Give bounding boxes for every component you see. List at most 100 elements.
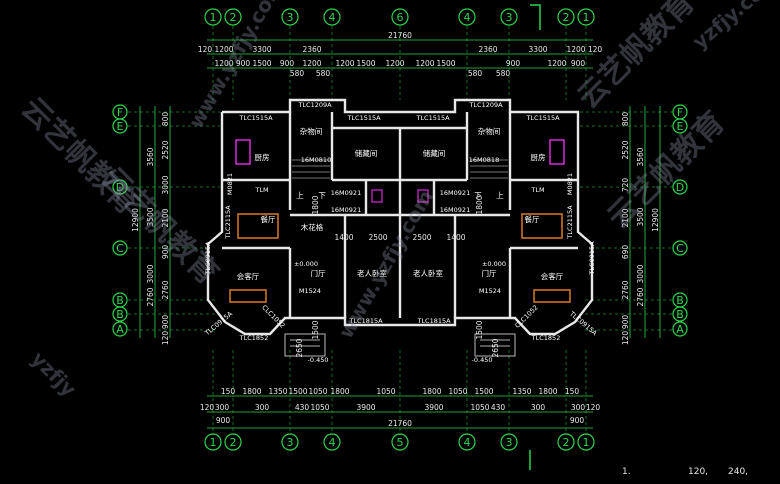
svg-text:F: F: [677, 106, 683, 119]
svg-text:2: 2: [563, 436, 570, 449]
grid-bubbles-right: F E D C B B A: [672, 104, 688, 337]
svg-text:1500: 1500: [436, 59, 455, 68]
room-foyer-left: 门厅: [311, 269, 326, 278]
room-living-left: 会客厅: [237, 271, 260, 281]
window-door-labels: TLC1515A TLC1209A TLC1515A TLC1515A TLC1…: [203, 101, 599, 342]
porch-right: [474, 333, 516, 357]
svg-text:A: A: [676, 323, 684, 336]
grid-bubble-left-F: F: [112, 104, 128, 120]
interior-dimensions: 1400 2500 2500 1400 1800 1800 1500 1500 …: [295, 195, 500, 357]
svg-text:900: 900: [571, 59, 586, 68]
room-labels: 杂物间 杂物间 储藏间 储藏间 厨房 厨房 餐厅 餐厅 会客厅 会客厅 老人卧室…: [237, 126, 564, 281]
svg-text:16M0810: 16M0810: [301, 156, 331, 164]
grid-bubbles-bottom: 1 2 3 4 5 4 3 2 1: [204, 433, 595, 451]
svg-text:M0821: M0821: [566, 173, 574, 195]
svg-text:1: 1: [210, 11, 217, 24]
svg-text:900: 900: [570, 416, 585, 425]
svg-text:2520: 2520: [621, 140, 630, 159]
grid-bubbles-top: 1 2 3 4 6 4 3 2 1: [204, 8, 595, 26]
svg-text:4: 4: [464, 436, 471, 449]
svg-text:2500: 2500: [368, 233, 387, 242]
building-walls: [206, 98, 594, 336]
svg-text:16M0921: 16M0921: [440, 206, 470, 214]
grid-lines: [128, 26, 672, 435]
svg-text:TLC0915A: TLC0915A: [204, 241, 212, 276]
svg-text:3900: 3900: [356, 403, 375, 412]
svg-text:B: B: [676, 294, 684, 307]
svg-text:3300: 3300: [528, 45, 547, 54]
grid-bubble-top-3r: 3: [500, 8, 518, 26]
grid-bubble-bottom-1r: 1: [577, 433, 595, 451]
svg-text:1: 1: [583, 436, 590, 449]
room-dining-left: 餐厅: [261, 215, 276, 224]
svg-text:3500: 3500: [146, 207, 155, 226]
svg-text:1500: 1500: [252, 59, 271, 68]
svg-text:900: 900: [161, 245, 170, 260]
svg-text:120: 120: [200, 403, 215, 412]
grid-bubble-left-B2: B: [112, 292, 128, 308]
grid-bubble-top-4: 4: [323, 8, 341, 26]
svg-text:1800: 1800: [242, 387, 261, 396]
grid-bubble-bottom-3: 3: [281, 433, 299, 451]
watermark-3: 云艺帆教育: [571, 0, 702, 116]
svg-text:2500: 2500: [412, 233, 431, 242]
svg-text:CLC1052: CLC1052: [513, 303, 539, 329]
svg-text:1200: 1200: [385, 59, 404, 68]
grid-bubble-bottom-5: 5: [391, 433, 409, 451]
svg-text:M1524: M1524: [299, 287, 321, 295]
grid-bubble-right-E: E: [672, 118, 688, 134]
svg-text:580: 580: [316, 69, 331, 78]
bottom-dimensions: 150 1800 1350 1500 1050 1800 1050 1800 1…: [200, 387, 600, 429]
svg-text:-0.450: -0.450: [472, 356, 493, 364]
svg-text:4: 4: [464, 11, 471, 24]
svg-text:300: 300: [531, 403, 546, 412]
room-closet-left: 储藏间: [355, 148, 378, 158]
room-dining-right: 餐厅: [525, 215, 540, 224]
svg-text:3: 3: [287, 11, 294, 24]
stair-up-right: 上: [496, 191, 504, 200]
svg-text:430: 430: [295, 403, 310, 412]
svg-text:±0.000: ±0.000: [482, 260, 506, 268]
svg-text:900: 900: [216, 416, 231, 425]
svg-text:720: 720: [621, 178, 630, 193]
svg-text:B: B: [676, 308, 684, 321]
svg-text:TLC1852: TLC1852: [531, 334, 561, 342]
svg-text:300: 300: [571, 403, 586, 412]
room-closet-right: 储藏间: [423, 148, 446, 158]
svg-text:120: 120: [621, 331, 630, 346]
svg-text:2: 2: [230, 436, 237, 449]
svg-text:4: 4: [329, 436, 336, 449]
grid-bubble-right-C: C: [672, 240, 688, 256]
grid-bubble-left-E: E: [112, 118, 128, 134]
svg-text:2360: 2360: [478, 45, 497, 54]
svg-text:690: 690: [621, 245, 630, 260]
svg-text:1500: 1500: [288, 387, 307, 396]
svg-text:16M0921: 16M0921: [331, 189, 361, 197]
watermark-7: yzfjy: [26, 347, 81, 402]
grid-bubble-right-A: A: [672, 321, 688, 337]
grid-bubble-left-B: B: [112, 306, 128, 322]
wc-left: [371, 189, 383, 203]
svg-text:120: 120: [588, 45, 603, 54]
svg-text:M1524: M1524: [479, 287, 501, 295]
grid-bubble-right-B2: B: [672, 292, 688, 308]
grid-bubble-bottom-2: 2: [224, 433, 242, 451]
svg-text:3000: 3000: [161, 175, 170, 194]
stair-down-left: 下: [318, 191, 326, 200]
svg-text:-0.450: -0.450: [308, 356, 329, 364]
svg-text:580: 580: [468, 69, 483, 78]
svg-text:TLC1515A: TLC1515A: [238, 114, 273, 122]
svg-text:2100: 2100: [621, 208, 630, 227]
room-storage-left: 杂物间: [300, 126, 323, 136]
svg-text:2760: 2760: [161, 280, 170, 299]
porch-left: [284, 333, 326, 357]
svg-text:120: 120: [198, 45, 213, 54]
svg-text:3560: 3560: [146, 147, 155, 166]
svg-text:TLM: TLM: [254, 186, 268, 194]
stair-left: [292, 159, 330, 179]
dim-total-bottom: 21760: [388, 419, 412, 428]
svg-text:3560: 3560: [636, 147, 645, 166]
grid-bubble-bottom-2r: 2: [557, 433, 575, 451]
svg-text:1800: 1800: [538, 387, 557, 396]
svg-text:TLC1209A: TLC1209A: [297, 101, 332, 109]
